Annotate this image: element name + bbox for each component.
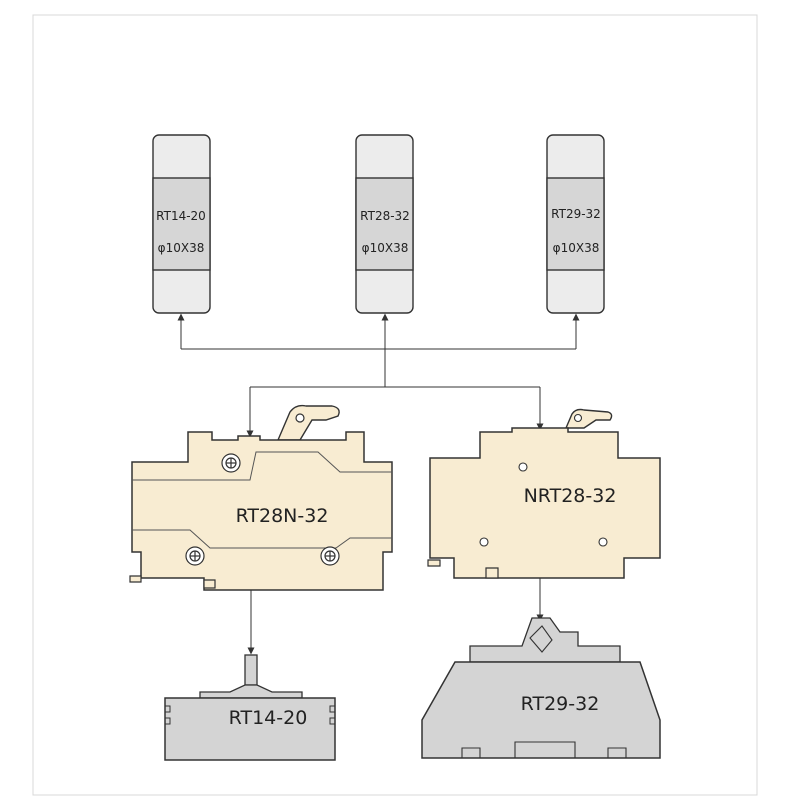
fuse-model-label: RT29-32 — [551, 207, 601, 221]
fuse-size-label: φ10X38 — [553, 241, 600, 255]
holder-rt28n-32: RT28N-32 — [129, 404, 393, 591]
fuse-rt28-32: RT28-32 φ10X38 — [355, 134, 414, 314]
fuse-rt14-20: RT14-20 φ10X38 — [152, 134, 211, 314]
base-rt29-32: RT29-32 — [421, 617, 661, 759]
fuse-model-label: RT14-20 — [156, 209, 206, 223]
connector-lines — [177, 313, 580, 655]
fuse-size-label: φ10X38 — [158, 241, 205, 255]
base-label: RT14-20 — [229, 707, 308, 729]
holder-label: NRT28-32 — [524, 485, 617, 507]
base-label: RT29-32 — [521, 693, 600, 715]
base-rt14-20: RT14-20 — [164, 654, 336, 761]
fuse-rt29-32: RT29-32 φ10X38 — [546, 134, 605, 314]
fuse-model-label: RT28-32 — [360, 209, 410, 223]
fuse-size-label: φ10X38 — [362, 241, 409, 255]
holder-label: RT28N-32 — [236, 505, 329, 527]
holder-nrt28-32: NRT28-32 — [427, 408, 661, 579]
frame-border — [32, 14, 758, 796]
